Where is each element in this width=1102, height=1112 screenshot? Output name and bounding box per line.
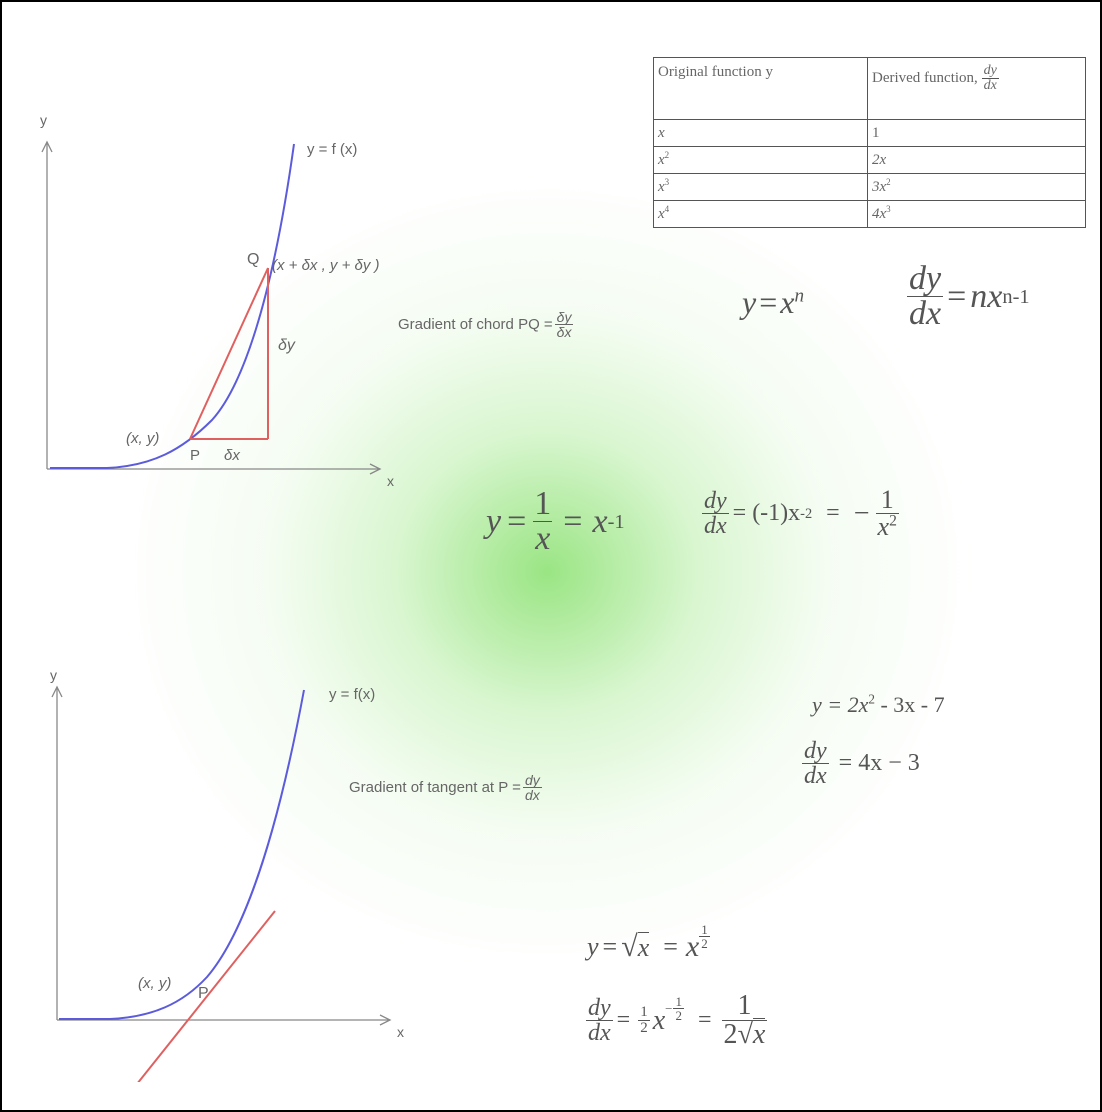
chord-num: δy	[556, 309, 572, 325]
delta-x-label: δx	[224, 447, 240, 464]
table-row: x 1	[653, 119, 1086, 147]
chord-fraction: δy δx	[554, 309, 574, 340]
top-y-arrow	[41, 140, 53, 153]
top-axes	[41, 140, 382, 475]
power-rule-lhs: y=xn	[742, 284, 805, 320]
tangent-gradient-label: Gradient of tangent at P = dy dx	[349, 773, 542, 802]
table-cell-derived: 2x	[867, 146, 1086, 174]
sqrt-half-exponent: 1 2	[699, 921, 710, 951]
sqrt-neg-half-exponent: − 1 2	[665, 994, 684, 1023]
bottom-curve-label: y = f(x)	[329, 686, 375, 703]
header-dy: dy	[983, 63, 997, 78]
point-p-label: P	[190, 447, 200, 464]
tangent-den: dx	[522, 787, 542, 803]
reciprocal-dydx: dy dx	[702, 488, 729, 539]
table-cell-original: x2	[653, 146, 868, 174]
chord-line	[189, 267, 269, 440]
table-row: x4 4x3	[653, 200, 1086, 228]
reciprocal-result-fraction: 1 x2	[875, 485, 899, 541]
header-dx: dx	[981, 78, 999, 93]
table-row: x2 2x	[653, 146, 1086, 174]
quadratic-derivative: dy dx = 4x − 3	[802, 738, 920, 789]
top-curve	[50, 143, 295, 469]
table-cell-derived: 3x2	[867, 173, 1086, 201]
tangent-num: dy	[524, 772, 540, 788]
power-rule-dydx: dy dx	[907, 260, 944, 332]
chord-graph: y x y = f (x) Q (x + δx , y + δy ) δy δx…	[40, 112, 394, 489]
sqrt-dydx: dy dx	[586, 995, 613, 1046]
bottom-curve	[59, 689, 305, 1020]
bottom-p-coords-label: (x, y)	[138, 975, 171, 992]
q-coords-label: (x + δx , y + δy )	[272, 257, 380, 274]
chord-gradient-label: Gradient of chord PQ = δy δx	[398, 309, 574, 340]
header-dydx-fraction: dy dx	[981, 63, 999, 93]
chord-den: δx	[554, 324, 574, 340]
derivative-table: Original function y Derived function, dy…	[653, 57, 1086, 228]
reciprocal-fraction: 1 x	[533, 485, 553, 557]
header-original-function: Original function y	[653, 57, 868, 120]
chord-gradient-text: Gradient of chord PQ =	[398, 316, 553, 333]
table-cell-derived: 1	[867, 119, 1086, 147]
top-x-label: x	[387, 473, 394, 489]
bottom-y-arrow	[51, 685, 63, 698]
reciprocal-derivative: dy dx = (-1)x-2 = − 1 x2	[702, 485, 899, 541]
tangent-gradient-text: Gradient of tangent at P =	[349, 779, 521, 796]
top-y-label: y	[40, 112, 47, 128]
bottom-point-p-label: P	[198, 985, 209, 1002]
bottom-y-label: y	[50, 667, 57, 683]
table-cell-original: x	[653, 119, 868, 147]
delta-y-label: δy	[278, 337, 296, 354]
tangent-graph: y x y = f(x) P (x, y)	[50, 667, 404, 1082]
bottom-x-label: x	[397, 1024, 404, 1040]
header-derived-function: Derived function, dy dx	[867, 57, 1086, 120]
sqrt-derivative: dy dx = 1 2 x − 1 2 = 1 2√x	[586, 990, 768, 1050]
tangent-fraction: dy dx	[522, 772, 542, 803]
quadratic-equation: y = 2x2 - 3x - 7	[812, 691, 945, 717]
table-cell-original: x3	[653, 173, 868, 201]
table-cell-original: x4	[653, 200, 868, 228]
chord-triangle	[189, 267, 269, 440]
table-cell-derived: 4x3	[867, 200, 1086, 228]
quadratic-dydx: dy dx	[802, 738, 829, 789]
top-curve-label: y = f (x)	[307, 141, 357, 158]
tangent-line	[137, 910, 276, 1082]
sqrt-equation: y = √x = x 1 2	[587, 921, 710, 963]
sqrt-coef-fraction: 1 2	[638, 1004, 650, 1036]
reciprocal-equation: y = 1 x = x-1	[486, 485, 625, 557]
top-x-arrow	[369, 463, 382, 475]
sqrt-radical-icon: √	[621, 930, 638, 963]
p-coords-label: (x, y)	[126, 430, 159, 447]
bottom-x-arrow	[379, 1014, 392, 1026]
header-derived-text: Derived function,	[872, 69, 978, 86]
sqrt-result-fraction: 1 2√x	[721, 990, 768, 1050]
table-header-row: Original function y Derived function, dy…	[653, 57, 1086, 120]
point-q-label: Q	[247, 251, 259, 268]
bottom-axes	[51, 685, 392, 1026]
table-row: x3 3x2	[653, 173, 1086, 201]
